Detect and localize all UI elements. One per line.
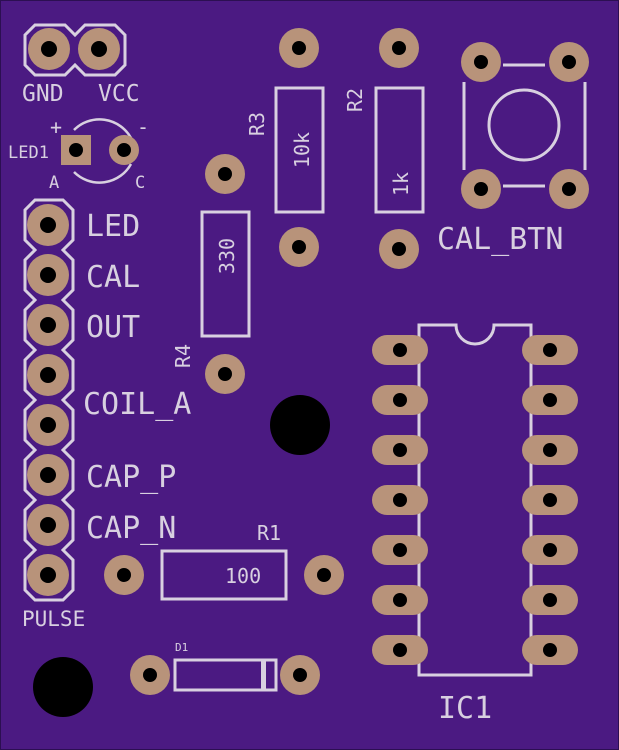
led-plus-label: +	[50, 115, 62, 139]
ic1-drill-13	[543, 393, 557, 407]
ic1-drill-1	[393, 343, 407, 357]
led-minus-label: -	[137, 115, 149, 139]
vcc-label: VCC	[98, 81, 140, 107]
resistor-r1: 100 R1	[104, 521, 344, 601]
ic1-ref-label: IC1	[438, 691, 492, 726]
resistor-r2: 1k R2	[343, 28, 425, 269]
header-label-pulse: PULSE	[22, 607, 85, 631]
header-label-cal: CAL	[86, 260, 140, 295]
r3-value: 10k	[290, 132, 314, 168]
r1-ref-label: R1	[257, 521, 281, 545]
gnd-drill	[41, 41, 57, 57]
cal-button-drill-4	[562, 182, 576, 196]
d1-body	[173, 658, 278, 692]
header-drill-cal	[40, 267, 56, 283]
ic1-drill-8	[543, 643, 557, 657]
cal-button-ref-label: CAL_BTN	[437, 222, 563, 257]
r4-drill-bottom	[218, 367, 232, 381]
header-label-led: LED	[86, 209, 140, 244]
power-connector: GND VCC	[22, 23, 140, 107]
r1-value: 100	[225, 564, 261, 588]
ic1-drill-14	[543, 343, 557, 357]
r3-body	[274, 86, 325, 214]
led-anode-label: A	[49, 173, 59, 193]
header-drill-led	[40, 217, 56, 233]
r1-drill-left	[117, 568, 131, 582]
ic1-right-pins	[522, 335, 578, 665]
r4-body	[200, 210, 251, 338]
ic1-drill-5	[393, 543, 407, 557]
led-cathode-label: C	[135, 173, 145, 193]
led-cathode-drill	[117, 143, 131, 157]
led1-ref-label: LED1	[8, 143, 49, 163]
d1-cathode-band	[261, 660, 266, 690]
r2-body	[374, 86, 425, 214]
header-label-out: OUT	[86, 310, 140, 345]
r3-drill-bottom	[292, 240, 306, 254]
r2-value: 1k	[389, 172, 413, 196]
mounting-hole-bottom-left	[33, 657, 93, 717]
power-connector-outline	[23, 23, 127, 77]
header-drill-pulse	[40, 567, 56, 583]
r2-drill-top	[392, 41, 406, 55]
ic1-drill-3	[393, 443, 407, 457]
ic1-drill-2	[393, 393, 407, 407]
ic1-outline	[417, 323, 533, 677]
resistor-r4: 330 R4	[171, 154, 251, 394]
header-drill-out	[40, 317, 56, 333]
led-anode-drill	[69, 143, 83, 157]
vcc-drill	[91, 41, 107, 57]
r4-value: 330	[215, 238, 239, 274]
header-drill-cap-n	[40, 517, 56, 533]
d1-drill-left	[143, 668, 157, 682]
r3-drill-top	[292, 41, 306, 55]
ic1-drill-9	[543, 593, 557, 607]
r1-body	[160, 549, 288, 601]
r4-ref-label: R4	[171, 344, 195, 368]
r4-drill-top	[218, 167, 232, 181]
led-outline	[73, 118, 133, 184]
cal-button-drill-2	[562, 55, 576, 69]
cal-button-drill-1	[474, 55, 488, 69]
r1-drill-right	[317, 568, 331, 582]
ic1-drill-6	[393, 593, 407, 607]
pin-header-outline	[23, 198, 75, 602]
ic1-drill-4	[393, 493, 407, 507]
header-drill-coil-a	[40, 367, 56, 383]
d1-ref-label: D1	[175, 641, 188, 654]
ic1: IC1	[372, 323, 578, 726]
resistor-r3: 10k R3	[245, 28, 325, 267]
cal-button: CAL_BTN	[437, 42, 589, 257]
ic1-drill-10	[543, 543, 557, 557]
r2-drill-bottom	[392, 242, 406, 256]
cal-button-drill-3	[474, 182, 488, 196]
gnd-label: GND	[22, 81, 64, 107]
ic1-drill-11	[543, 493, 557, 507]
r2-ref-label: R2	[343, 88, 367, 112]
d1-drill-right	[293, 668, 307, 682]
cal-button-actuator	[487, 88, 561, 162]
header-drill-coil	[40, 417, 56, 433]
diode-d1: D1	[130, 641, 320, 695]
ic1-drill-12	[543, 443, 557, 457]
mounting-hole-center	[270, 395, 330, 455]
led1: LED1 + - A C	[8, 115, 149, 193]
ic1-left-pins	[372, 335, 428, 665]
header-label-coil-a: COIL_A	[83, 387, 191, 422]
ic1-drill-7	[393, 643, 407, 657]
header-drill-cap-p	[40, 467, 56, 483]
cal-button-outline	[462, 63, 587, 188]
header-label-cap-p: CAP_P	[86, 460, 176, 495]
r3-ref-label: R3	[245, 112, 269, 136]
pin-header: LED CAL OUT COIL_A CAP_P CAP_N PULSE	[22, 198, 191, 631]
header-label-cap-n: CAP_N	[86, 511, 176, 546]
